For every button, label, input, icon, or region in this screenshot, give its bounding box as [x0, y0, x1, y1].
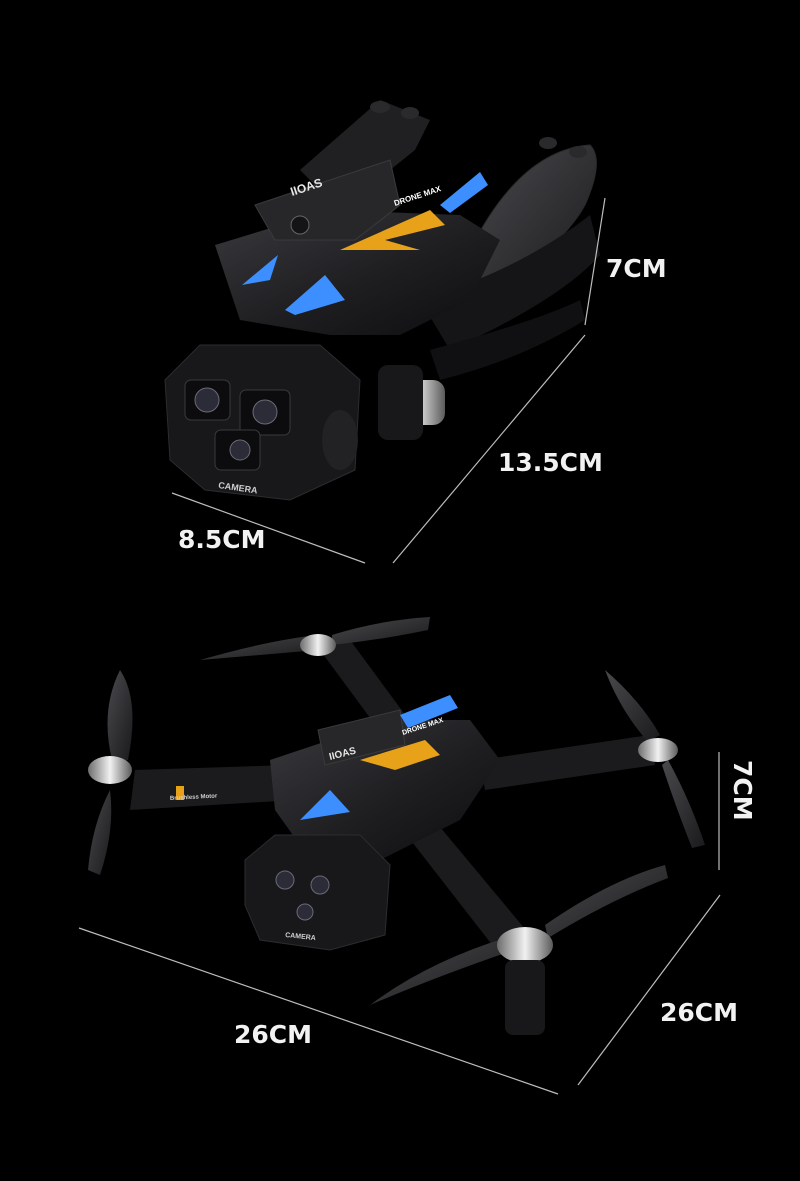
motor-leg [505, 960, 545, 1035]
unfolded-arm-rear-right [480, 735, 655, 790]
blue-led-light [400, 695, 458, 728]
folded-brand-marking: DRONE MAX [393, 184, 443, 208]
folded-motor-housing [378, 365, 423, 440]
yellow-accent-stripe [340, 210, 445, 250]
blue-led-light [300, 790, 350, 820]
propeller-blade [332, 617, 430, 645]
folded-motor-cap [569, 146, 587, 158]
folded-width-label: 8.5CM [178, 525, 266, 554]
folded-arm [420, 215, 600, 350]
folded-drone-body [215, 210, 500, 335]
camera-lens-icon [275, 870, 295, 890]
unfolded-camera-marking: CAMERA [285, 932, 316, 942]
unfolded-arm-front-left [130, 765, 295, 810]
unfolded-arm-front-right [395, 815, 530, 955]
motor [88, 756, 132, 784]
folded-top-camera [254, 159, 401, 241]
unfolded-height-label: 7CM [728, 760, 757, 821]
camera-lens-icon [194, 387, 220, 413]
dimension-line-height [584, 197, 606, 326]
unfolded-drone: IIOAS DRONE MAX Brushless Motor CAMERA [88, 617, 705, 1035]
motor [638, 738, 678, 762]
yellow-accent-stripe [360, 740, 440, 770]
propeller-blade [107, 670, 133, 760]
folded-side-guard [322, 410, 358, 470]
folded-motor-cap [401, 107, 419, 119]
camera-lens-icon [296, 903, 314, 921]
propeller-blade [370, 935, 520, 1005]
unfolded-width-label: 26CM [234, 1020, 313, 1049]
arm-yellow-mark [176, 786, 184, 800]
folded-motor-cap [370, 101, 390, 113]
camera-lens-icon [310, 875, 330, 895]
dimension-line-width [78, 927, 559, 1095]
unfolded-arm-marking: Brushless Motor [170, 793, 218, 802]
camera-lens-icon [252, 399, 278, 425]
propeller-blade [545, 865, 668, 938]
propeller-blade [88, 790, 112, 875]
blue-led-light [440, 172, 488, 213]
folded-length-label: 13.5CM [498, 448, 603, 477]
unfolded-length-label: 26CM [660, 998, 739, 1027]
unfolded-top-camera [317, 709, 406, 766]
folded-motor-cap [539, 137, 557, 149]
propeller-blade [200, 635, 318, 660]
top-camera-lens-icon [290, 215, 310, 235]
motor [300, 634, 336, 656]
folded-height-label: 7CM [606, 254, 667, 283]
folded-arm [430, 300, 585, 380]
dimension-line-width [171, 492, 366, 564]
camera-lens-icon [229, 439, 251, 461]
folded-drone: IIOAS DRONE MAX CAMERA [164, 100, 600, 501]
dimension-line-length [577, 894, 721, 1086]
blue-led-light [285, 275, 345, 315]
propeller-blade [605, 670, 660, 742]
dimension-line-length [392, 334, 586, 564]
propeller-blade [662, 760, 705, 848]
blue-led-light [242, 255, 278, 285]
motor [497, 927, 553, 963]
